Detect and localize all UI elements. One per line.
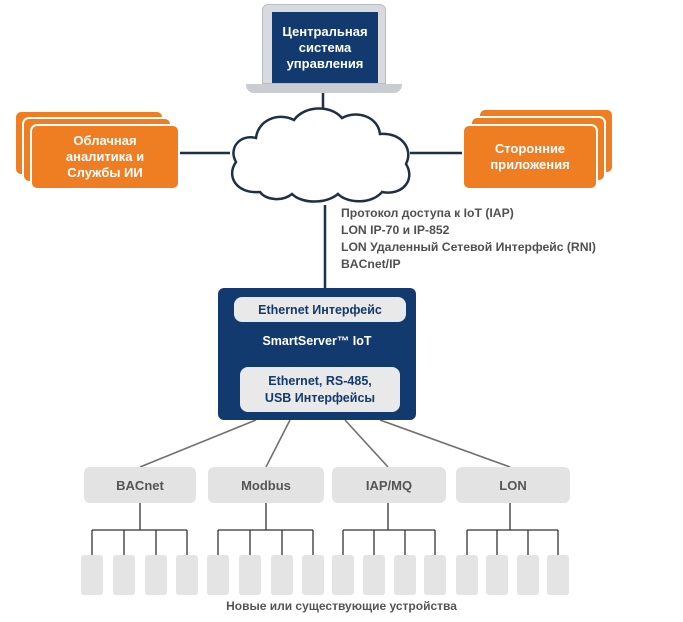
central-system-label: Центральная система управления	[272, 12, 378, 83]
protocol-item: Протокол доступа к IoT (IAP)	[341, 206, 514, 220]
protocol-item: LON IP-70 и IP-852	[341, 223, 450, 237]
third-party-label: Сторонние приложения	[490, 141, 570, 172]
bus-lon: LON	[456, 467, 570, 503]
device	[394, 555, 416, 595]
device	[207, 555, 229, 595]
smartserver-title: SmartServer™ IoT	[262, 334, 372, 348]
ports-line-2: USB Интерфейсы	[264, 390, 376, 405]
ethernet-interface-pill: Ethernet Интерфейс	[234, 297, 406, 322]
protocol-list: Протокол доступа к IoT (IAP) LON IP-70 и…	[341, 205, 596, 273]
device	[302, 555, 324, 595]
device	[363, 555, 385, 595]
device	[81, 555, 103, 595]
bus-bacnet: BACnet	[84, 467, 196, 503]
device	[271, 555, 293, 595]
cloud-icon	[230, 107, 411, 203]
device	[145, 555, 167, 595]
device	[424, 555, 446, 595]
third-party-box: Сторонние приложения	[462, 124, 598, 190]
ports-pill: Ethernet, RS-485, USB Интерфейсы	[240, 367, 400, 412]
device	[517, 555, 539, 595]
device	[176, 555, 198, 595]
laptop-base	[246, 84, 402, 93]
ports-line-1: Ethernet, RS-485,	[268, 373, 372, 388]
bus-iap-mq: IAP/MQ	[332, 467, 446, 503]
bus-modbus: Modbus	[208, 467, 324, 503]
protocol-item: LON Удаленный Сетевой Интерфейс (RNI)	[341, 240, 596, 254]
device	[486, 555, 508, 595]
device	[113, 555, 135, 595]
device	[456, 555, 478, 595]
devices-caption: Новые или существующие устройства	[226, 599, 457, 613]
protocol-item: BACnet/IP	[341, 257, 401, 271]
cloud-analytics-label: Облачная аналитика и Службы ИИ	[65, 133, 145, 180]
device	[547, 555, 569, 595]
device	[239, 555, 261, 595]
device	[332, 555, 354, 595]
cloud-analytics-box: Облачная аналитика и Службы ИИ	[30, 124, 180, 190]
